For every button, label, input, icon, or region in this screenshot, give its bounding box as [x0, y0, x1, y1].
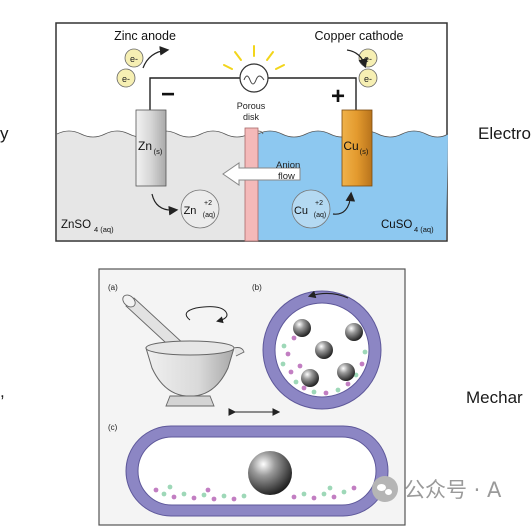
porous-disk: [244, 127, 259, 242]
planetary-rotation-arrow: [307, 290, 349, 299]
milling-diagram: (a) (b) (c): [98, 268, 406, 526]
electron-icon: e-: [116, 68, 136, 88]
svg-text:e-: e-: [130, 54, 138, 64]
porous-label-1: Porous: [237, 101, 266, 111]
cu-electrode-label: Cu: [343, 139, 358, 153]
external-wire-right: [266, 77, 357, 110]
panel-label-c: (c): [108, 423, 118, 432]
anion-flow-label-2: flow: [278, 171, 295, 182]
zinc-anode-label: Zinc anode: [114, 29, 176, 43]
watermark: 公众号 · A: [372, 474, 501, 504]
znso4-label: ZnSO: [61, 219, 91, 231]
electron-icon: e-: [124, 48, 144, 68]
bulb-rays: [223, 45, 285, 70]
side-text-right-1: Electro: [478, 124, 531, 143]
external-wire: [149, 77, 242, 110]
side-text-right-2: Mechar: [466, 388, 523, 407]
cu-ion-sub: (aq): [314, 212, 326, 219]
svg-text:e-: e-: [122, 74, 130, 84]
zn-electrode-label: Zn: [138, 139, 152, 153]
electron-flow-arrow-left: [142, 46, 170, 69]
rotation-arrow: [185, 306, 228, 324]
panel-label-b: (b): [252, 283, 262, 292]
grinding-ball-c: [248, 451, 292, 495]
znso4-sub: 4 (aq): [94, 225, 114, 234]
panel-label-a: (a): [108, 283, 118, 292]
electron-icon: e-: [358, 68, 378, 88]
zn-ion-sub: (aq): [203, 212, 215, 219]
zn-electrode-sub: (s): [154, 147, 163, 156]
powder-particles-c: [153, 484, 357, 502]
copper-electrode: [341, 109, 373, 187]
cuso4-sub: 4 (aq): [414, 225, 434, 234]
copper-cathode-label: Copper cathode: [315, 29, 404, 43]
svg-text:e-: e-: [364, 54, 372, 64]
wechat-logo-icon: [372, 476, 398, 502]
mortar-and-pestle: [122, 294, 245, 407]
zn-ion-arrow: [151, 193, 179, 216]
anion-flow-arrow: [222, 162, 301, 186]
bulb-filament: [243, 75, 265, 85]
galvanic-cell-diagram: Porous disk Zinc anode Copper cathode e-…: [55, 22, 448, 242]
watermark-text: 公众号 · A: [404, 478, 502, 502]
side-text-left-1: y: [0, 124, 9, 143]
cu-ion-label: Cu: [294, 205, 308, 217]
porous-label-2: disk: [243, 112, 260, 122]
zn-ion-circle: [180, 189, 220, 229]
cu-ion-arrow: [332, 191, 356, 215]
svg-text:e-: e-: [364, 74, 372, 84]
side-text-left-2: ,: [0, 382, 5, 401]
light-bulb: [239, 63, 269, 93]
minus-sign: −: [161, 81, 175, 108]
zn-ion-sup: +2: [204, 200, 212, 207]
anion-flow-label-1: Anion: [276, 160, 300, 171]
cu-electrode-sub: (s): [360, 147, 369, 156]
electron-flow-arrow-right: [346, 49, 368, 69]
cu-ion-sup: +2: [315, 200, 323, 207]
zinc-electrode: [135, 109, 167, 187]
plus-sign: +: [331, 83, 345, 110]
grinding-balls-b: [293, 319, 363, 387]
cu-ion-circle: [291, 189, 331, 229]
cuso4-label: CuSO: [381, 219, 412, 231]
zn-ion-label: Zn: [184, 205, 197, 217]
